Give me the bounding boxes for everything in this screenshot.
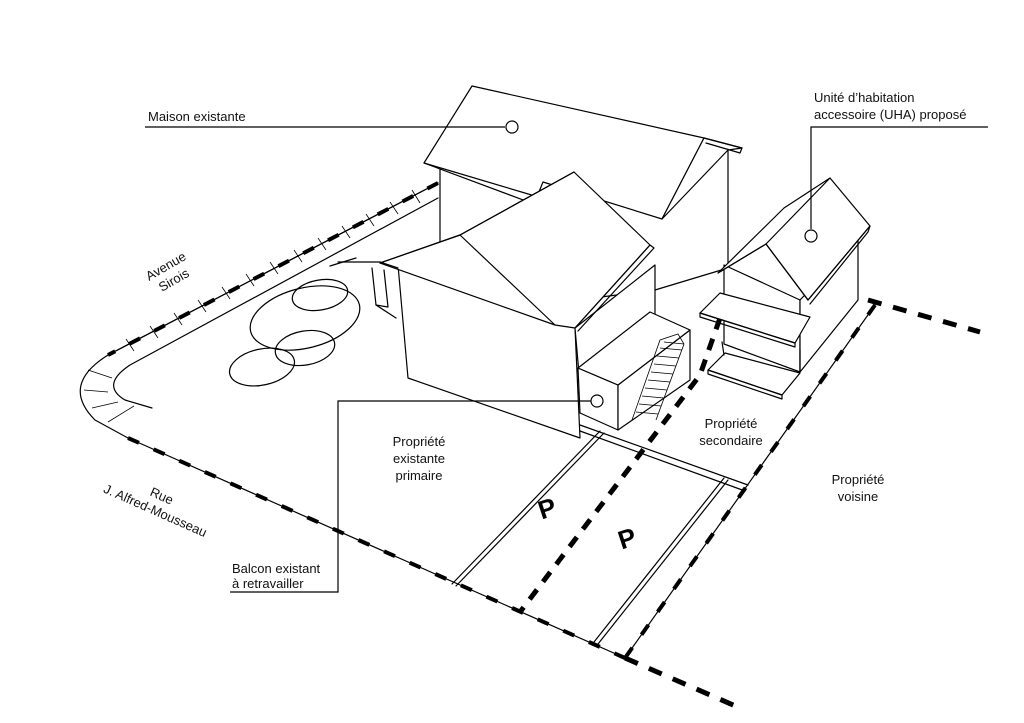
existing-house — [329, 85, 743, 439]
label-existing-house: Maison existante — [148, 109, 246, 124]
parking-space-1: P — [534, 491, 560, 525]
stairs — [631, 333, 685, 421]
street-rue-mousseau: Rue J. Alfred-Mousseau — [101, 481, 209, 540]
label-neighbor-property: Propriété voisine — [832, 472, 885, 504]
lot-line-rue-mousseau — [127, 436, 741, 711]
neighbor-line2: voisine — [838, 489, 878, 504]
label-adu-line2: accessoire (UHA) proposé — [814, 107, 966, 122]
callout-balcony: Balcon existant à retravailler — [230, 394, 604, 593]
primary-line3: primaire — [396, 468, 443, 483]
label-balcony-line1: Balcon existant — [232, 561, 321, 576]
label-primary-property: Propriété existante primaire — [393, 434, 446, 483]
neighbor-line1: Propriété — [832, 472, 885, 487]
callout-adu: Unité d’habitation accessoire (UHA) prop… — [804, 90, 988, 243]
callout-existing-house: Maison existante — [145, 109, 519, 134]
label-secondary-property: Propriété secondaire — [699, 416, 763, 448]
secondary-line1: Propriété — [705, 416, 758, 431]
street-avenue-sirois: Avenue Sirois — [143, 249, 192, 295]
parking-space-2: P — [614, 521, 640, 555]
label-adu-line1: Unité d’habitation — [814, 90, 914, 105]
proposed-adu — [699, 177, 871, 400]
label-balcony-line2: à retravailler — [232, 576, 304, 591]
primary-line2: existante — [393, 451, 445, 466]
primary-line1: Propriété — [393, 434, 446, 449]
parking-area — [451, 424, 749, 645]
lot-line-avenue-sirois — [107, 181, 439, 357]
lot-line-neighbor — [623, 297, 981, 660]
landscaping — [228, 278, 361, 387]
secondary-line2: secondaire — [699, 433, 763, 448]
